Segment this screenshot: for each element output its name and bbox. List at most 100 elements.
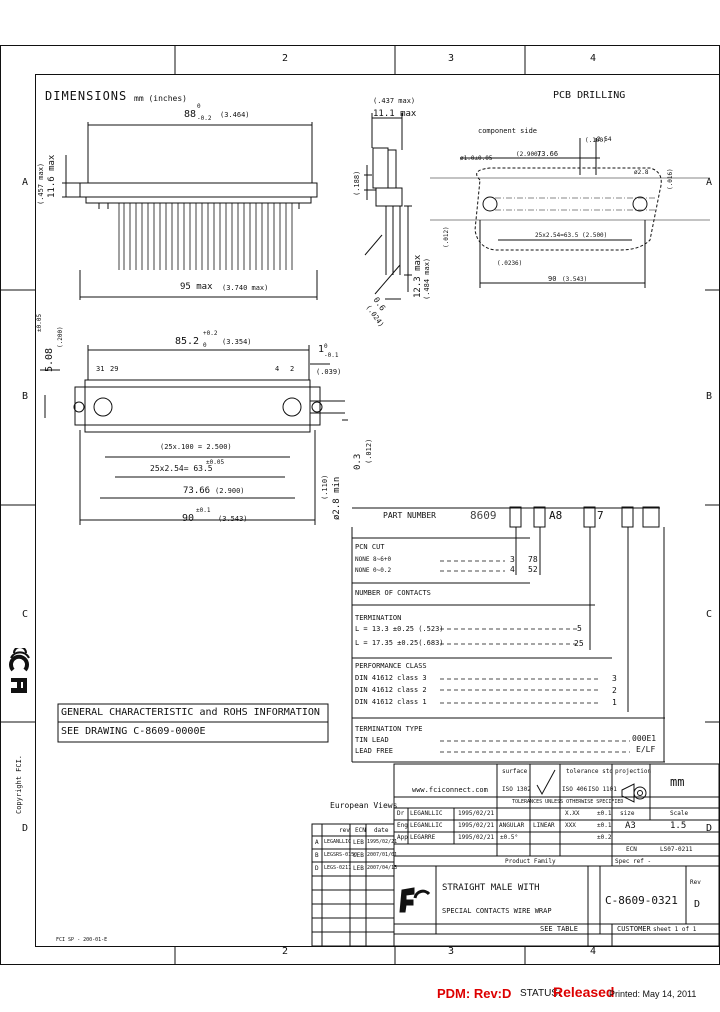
- tb-sheet: sheet 1 of 1: [653, 926, 697, 933]
- rev-row-a-chk: LEB: [353, 839, 364, 846]
- general-line1: GENERAL CHARACTERISTIC and ROHS INFORMAT…: [61, 707, 320, 718]
- rev-hdr-date: date: [374, 827, 389, 834]
- pcb-100: (.100): [585, 137, 607, 144]
- rev-row-b-by: LEGSRS-0150: [324, 852, 358, 858]
- tb-units: mm: [670, 775, 685, 789]
- tb-customer: CUSTOMER: [617, 925, 651, 933]
- pn-perf1: DIN 41612 class 3: [355, 674, 427, 682]
- general-line2: SEE DRAWING C-8609-0000E: [61, 726, 206, 737]
- pcb-2900: (2.900): [516, 151, 542, 158]
- tb-lin-val2: XXX: [565, 822, 576, 829]
- span-7366-in: (2.900): [215, 487, 245, 495]
- span-90: 90: [182, 513, 195, 524]
- row-label-c: C: [22, 609, 29, 620]
- front-width: 85.2: [175, 336, 200, 347]
- pn-tt: TERMINATION TYPE: [355, 725, 423, 733]
- status-value: Released: [553, 984, 615, 1000]
- side-small-in: (.188): [353, 170, 361, 196]
- pn-term1: L = 13.3 ±0.25 (.523): [355, 625, 444, 633]
- pn-perf-code2: 2: [612, 686, 617, 695]
- pcb-3543: (3.543): [562, 276, 588, 283]
- rev-hdr-ecn: ECN: [355, 827, 366, 834]
- pn-cut-opt2-val: 52: [528, 565, 538, 574]
- tb-footer-left: FCI SP - 200-01-E: [56, 937, 108, 943]
- pitch-grid: (25x.100 = 2.500): [160, 443, 232, 451]
- row-label-a: A: [22, 177, 29, 188]
- pn-pcb-cut: PCN CUT: [355, 543, 385, 551]
- pcb-2500: (2.500): [582, 232, 608, 239]
- tb-rev-val: D: [694, 899, 701, 910]
- tb-ang-val1: ±0.5°: [500, 834, 519, 841]
- tb-app-date: 1995/02/21: [458, 834, 495, 841]
- pitch-mm: 25x2.54= 63.5: [150, 464, 213, 473]
- tb-eco-val: LS07-0211: [660, 846, 693, 853]
- pcb-016: (.016): [667, 168, 674, 190]
- tb-dwg-no: C-8609-0321: [605, 894, 678, 907]
- tb-spec-ref: Spec ref -: [615, 858, 652, 865]
- height-508-in: (.200): [57, 326, 64, 348]
- pn-perf3: DIN 41612 class 1: [355, 698, 427, 706]
- pn-lead: LEAD FREE: [355, 747, 393, 755]
- tb-see-table: SEE TABLE: [540, 925, 578, 933]
- rev-row-a-by: LEGANLLIC: [324, 839, 352, 845]
- pcb-title: PCB DRILLING: [553, 90, 626, 101]
- tb-tol-val-1: ±0.1: [597, 810, 612, 817]
- rev-row-d-date: 2007/04/13: [367, 865, 398, 871]
- tb-website: www.fciconnect.com: [412, 786, 488, 794]
- row-label-d-right: D: [706, 823, 713, 834]
- pn-term2: L = 17.35 ±0.25(.683): [355, 639, 444, 647]
- pin-1-tol2: -0.1: [324, 352, 339, 359]
- pn-tin-code: 000E1: [632, 734, 657, 743]
- tb-surface-hdr: surface: [502, 768, 528, 775]
- pn-tin: TIN LEAD: [355, 736, 389, 744]
- row-label-d: D: [22, 823, 29, 834]
- height-in: (.457 max): [37, 162, 45, 205]
- tb-eng-hdr: Eng: [397, 822, 408, 829]
- pn-cut-opt1: 3: [510, 555, 515, 564]
- pn-term1-code: 5: [577, 624, 582, 633]
- row-label-c-right: C: [706, 609, 713, 620]
- pcb-component-side: component side: [478, 127, 538, 135]
- rev-hdr-rev: rev: [339, 827, 350, 834]
- pn-prefix: 8609: [470, 509, 497, 522]
- pn-termination: TERMINATION: [355, 614, 402, 622]
- tb-tol-val-3: ±0.2: [597, 834, 612, 841]
- tb-drawn-date: 1995/02/21: [458, 810, 495, 817]
- front-width-tol: +0.2: [203, 330, 218, 337]
- pin-1-tol: 0: [324, 343, 328, 350]
- tb-scale-val: 1.5: [670, 821, 687, 831]
- rev-row-a: A: [315, 839, 319, 846]
- pin-31: 31: [96, 365, 105, 373]
- european-views: European Views: [330, 801, 398, 810]
- height-508-tol: ±0.05: [36, 313, 43, 332]
- tb-size-val: A3: [625, 821, 636, 831]
- pn-cut-opt1-val: 78: [528, 555, 538, 564]
- pn-a8: A8: [549, 509, 563, 522]
- tb-surface-val: ISO 1302: [502, 786, 531, 793]
- row-label-a-right: A: [706, 177, 713, 188]
- row-label-b: B: [22, 391, 29, 402]
- bottom-width-in: (3.740 max): [222, 284, 269, 292]
- pn-perf2: DIN 41612 class 2: [355, 686, 427, 694]
- pn-contacts: NUMBER OF CONTACTS: [355, 589, 431, 597]
- col-label-3: 3: [448, 53, 455, 64]
- rev-row-d: D: [315, 865, 319, 872]
- top-width-in: (3.464): [220, 111, 250, 119]
- pn-perf: PERFORMANCE CLASS: [355, 662, 427, 670]
- pin-2: 2: [290, 365, 295, 373]
- col-label-2-bottom: 2: [282, 946, 289, 957]
- pcb-7366: 73.66: [537, 150, 559, 158]
- height-508: 5.08: [44, 347, 55, 372]
- pn-cut-opt2: 4: [510, 565, 515, 574]
- tb-tol-val2: ISO 1101: [588, 786, 617, 793]
- tb-lin: LINEAR: [533, 822, 555, 829]
- tb-scale-hdr: Scale: [670, 810, 689, 817]
- rev-row-b: B: [315, 852, 319, 859]
- top-width-tol-minus: -0.2: [197, 115, 212, 122]
- pcb-cp: (.0236): [497, 260, 523, 267]
- span-7366: 73.66: [183, 486, 211, 496]
- col-label-2: 2: [282, 53, 289, 64]
- span-90-in: (3.543): [218, 515, 248, 523]
- pn-none: NONE 8~6+0: [355, 556, 392, 563]
